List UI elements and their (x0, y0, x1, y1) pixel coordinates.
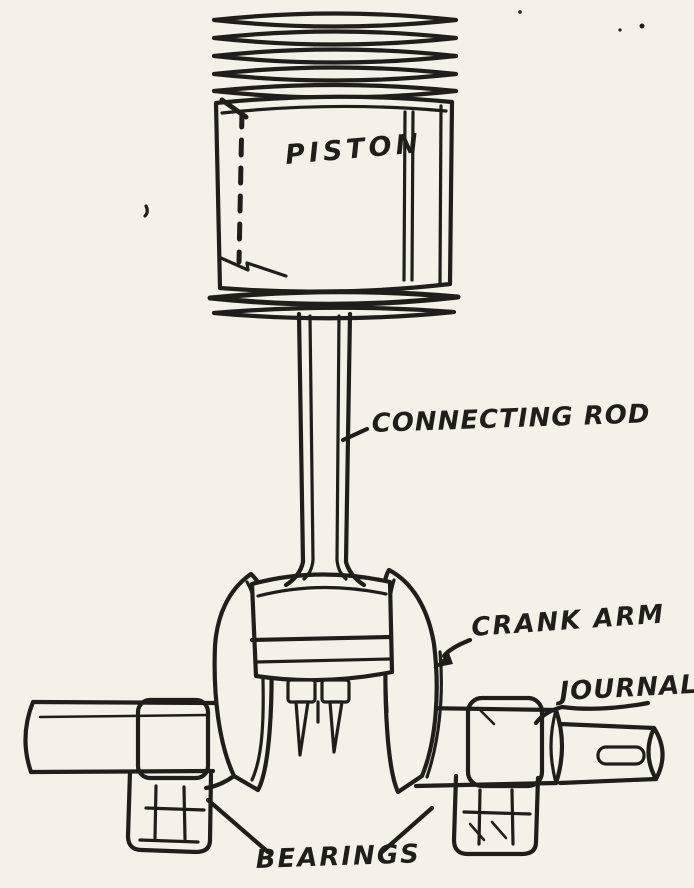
journal-top-line (417, 705, 559, 713)
shaft-highlight-line (38, 713, 210, 719)
bearing-right-block (451, 773, 541, 857)
keyway-slot (596, 745, 646, 766)
shaft-end-cap (23, 699, 36, 775)
scan-speck (639, 23, 645, 29)
piston-rings-bottom (207, 289, 461, 321)
cotter-pin-left (294, 700, 310, 757)
ring-band-bottom-2 (211, 305, 457, 321)
journal-end-bottom-line (557, 776, 659, 786)
connecting-rod-label: CONNECTING ROD (371, 399, 651, 439)
crank-arm-right-bevel-line (425, 650, 443, 779)
bearing-left-block (125, 769, 214, 855)
journal-step-flange (553, 707, 565, 786)
ring-band-2 (211, 29, 459, 47)
ring-band-1 (211, 11, 459, 29)
big-end-top-inner-curve (256, 585, 388, 598)
piston-body-outline (213, 94, 455, 294)
big-end-lower-line (254, 657, 392, 664)
bearings-label: BEARINGS (255, 839, 421, 875)
journal-step-inner-arc (549, 708, 558, 785)
ring-band-4 (211, 65, 459, 83)
piston-body (213, 94, 455, 294)
bearing-right-hatch-2 (490, 820, 508, 840)
scan-speck (518, 10, 522, 14)
shaft-top-line (30, 699, 218, 706)
connecting-rod (283, 311, 367, 588)
bolt-nut-left (286, 678, 317, 704)
piston-dashed-marks (236, 109, 245, 265)
shaft-bottom-line (28, 768, 216, 775)
piston-corner-smudge (219, 97, 249, 120)
piston-shading-line-1 (402, 110, 407, 282)
big-end-bolts (286, 678, 351, 757)
big-end-split-line (249, 634, 393, 643)
piston: PISTON (207, 11, 461, 321)
rod-left-inner-flare (302, 558, 315, 581)
journal-end-top-line (557, 721, 657, 731)
scan-speck (143, 204, 149, 218)
journal-end-cap (646, 725, 665, 782)
crank-arm-left-foot-line (203, 773, 237, 791)
scan-specks (143, 10, 645, 218)
bolt-nut-right (320, 678, 351, 704)
bearing-right-hatch-1 (468, 822, 486, 842)
annotation-leaders (205, 426, 651, 855)
piston-shading-line-2 (410, 110, 415, 282)
crank-arm-right (382, 567, 443, 795)
left-shaft (23, 699, 218, 775)
bearing-right-cross-line (462, 810, 532, 816)
ring-band-bottom-1 (207, 289, 461, 307)
journal-leader (533, 700, 651, 726)
rod-left-outer-line (296, 311, 306, 565)
bearing-right-inner-leg-2 (510, 788, 515, 846)
rod-left-inner-line (308, 314, 315, 562)
bearings-leader-left (205, 797, 271, 855)
journal-label: JOURNAL (554, 670, 694, 707)
connecting-rod-leader (340, 426, 370, 443)
piston-rings-top (211, 11, 459, 100)
rod-left-flare (283, 559, 306, 588)
bearing-left-inner-leg-2 (182, 785, 187, 841)
bearing-right-strap (465, 695, 545, 789)
piston-bottom-scribble (219, 256, 288, 278)
bearing-left-cross-line (144, 806, 206, 812)
bearing-left-strap (135, 697, 211, 781)
piston-body-right-inner-edge (438, 104, 443, 286)
bearing-right (451, 695, 545, 857)
ring-band-3 (211, 47, 459, 65)
crank-arm-arrowhead (433, 653, 453, 668)
cotter-pin-right (328, 700, 344, 754)
crank-arm-label: CRANK ARM (470, 600, 666, 643)
bearing-left (125, 697, 214, 855)
big-end-block (249, 572, 395, 683)
piston-body-top-inner-curve (220, 104, 448, 115)
bearings-leader-right (379, 805, 435, 855)
scan-speck (618, 28, 622, 32)
rod-right-inner-line (335, 314, 341, 562)
rod-right-flare (343, 559, 367, 588)
bearing-right-hatch-3 (476, 706, 496, 726)
rod-right-inner-flare (335, 558, 348, 581)
crank-arm-arrow-line (441, 637, 473, 659)
bearing-left-bottom-line (138, 838, 200, 844)
journal-shaft (413, 705, 665, 789)
bearing-left-inner-leg (153, 784, 158, 840)
